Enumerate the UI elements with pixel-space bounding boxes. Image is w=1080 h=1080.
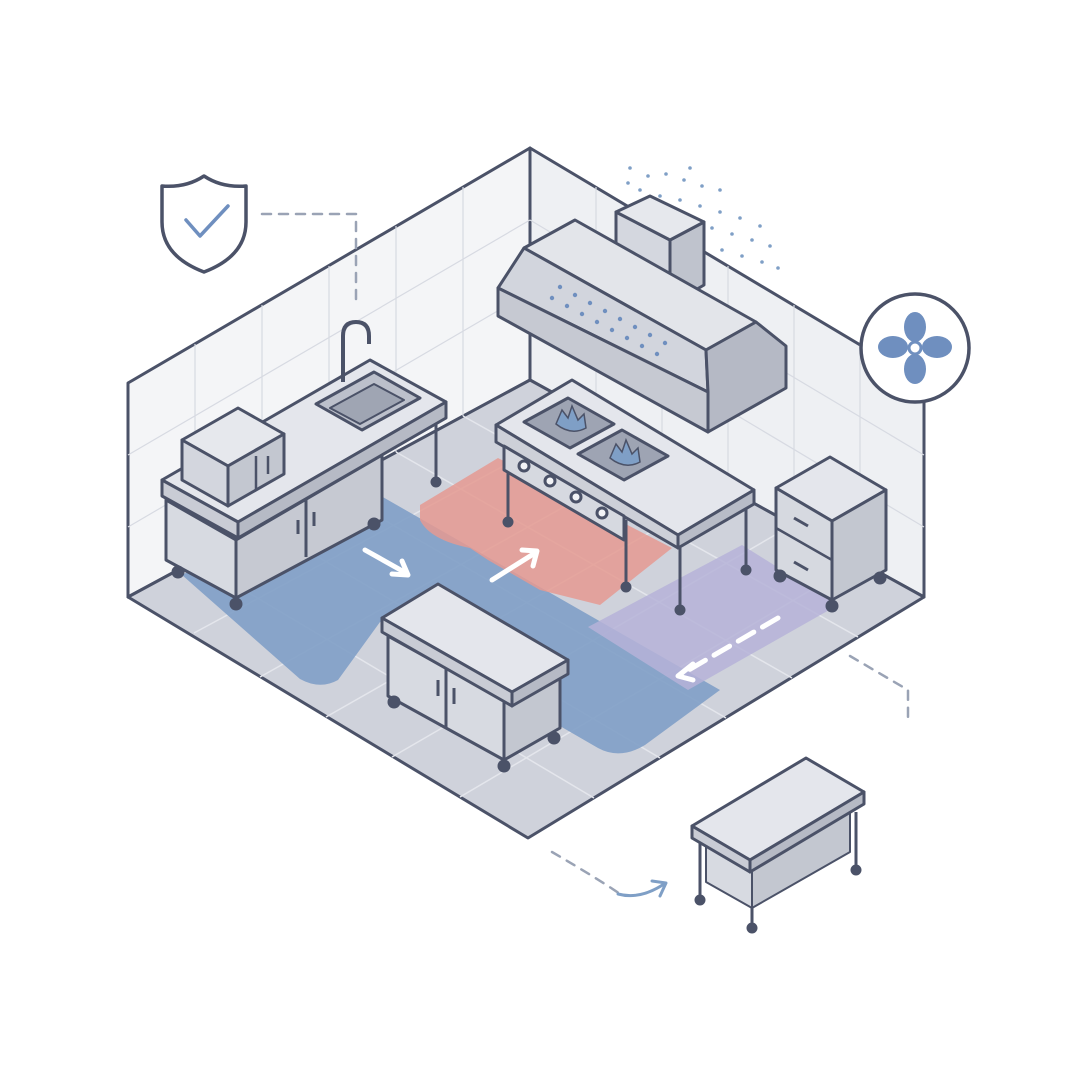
flow-arrow-cook bbox=[489, 547, 540, 583]
hood-side bbox=[704, 320, 788, 434]
burner-flames bbox=[555, 403, 641, 466]
range-knob bbox=[543, 474, 557, 488]
storage-connector bbox=[848, 654, 910, 720]
sink-faucet bbox=[341, 320, 371, 382]
hood-duct-top bbox=[614, 194, 706, 242]
zone-cooking bbox=[420, 458, 672, 605]
range-knob bbox=[517, 459, 531, 473]
range-knob bbox=[595, 506, 609, 520]
flow-arrow-prep bbox=[362, 547, 411, 578]
sink-counter-edge-side bbox=[236, 400, 448, 540]
range-control-panel bbox=[502, 444, 626, 542]
range-knob bbox=[569, 490, 583, 504]
airflow-particles bbox=[626, 166, 780, 270]
relocation-connector bbox=[550, 850, 622, 896]
shield-check-icon bbox=[160, 174, 248, 274]
relocated-table bbox=[690, 756, 866, 934]
curved-arrow-icon bbox=[616, 882, 666, 898]
extraction-hood bbox=[496, 194, 788, 434]
callout-connectors bbox=[260, 212, 910, 896]
flow-arrows bbox=[362, 547, 781, 683]
zone-storage bbox=[588, 545, 838, 690]
hood-vent-dots bbox=[549, 284, 668, 357]
range-side bbox=[676, 488, 756, 550]
drawer-handle bbox=[793, 560, 809, 572]
drawer-handle bbox=[793, 516, 809, 528]
drawer-cabinet bbox=[773, 455, 888, 613]
fan-icon bbox=[859, 292, 971, 404]
prep-island bbox=[380, 582, 570, 773]
flow-arrow-return bbox=[675, 615, 781, 683]
microwave bbox=[180, 406, 286, 508]
shield-connector bbox=[260, 212, 358, 308]
